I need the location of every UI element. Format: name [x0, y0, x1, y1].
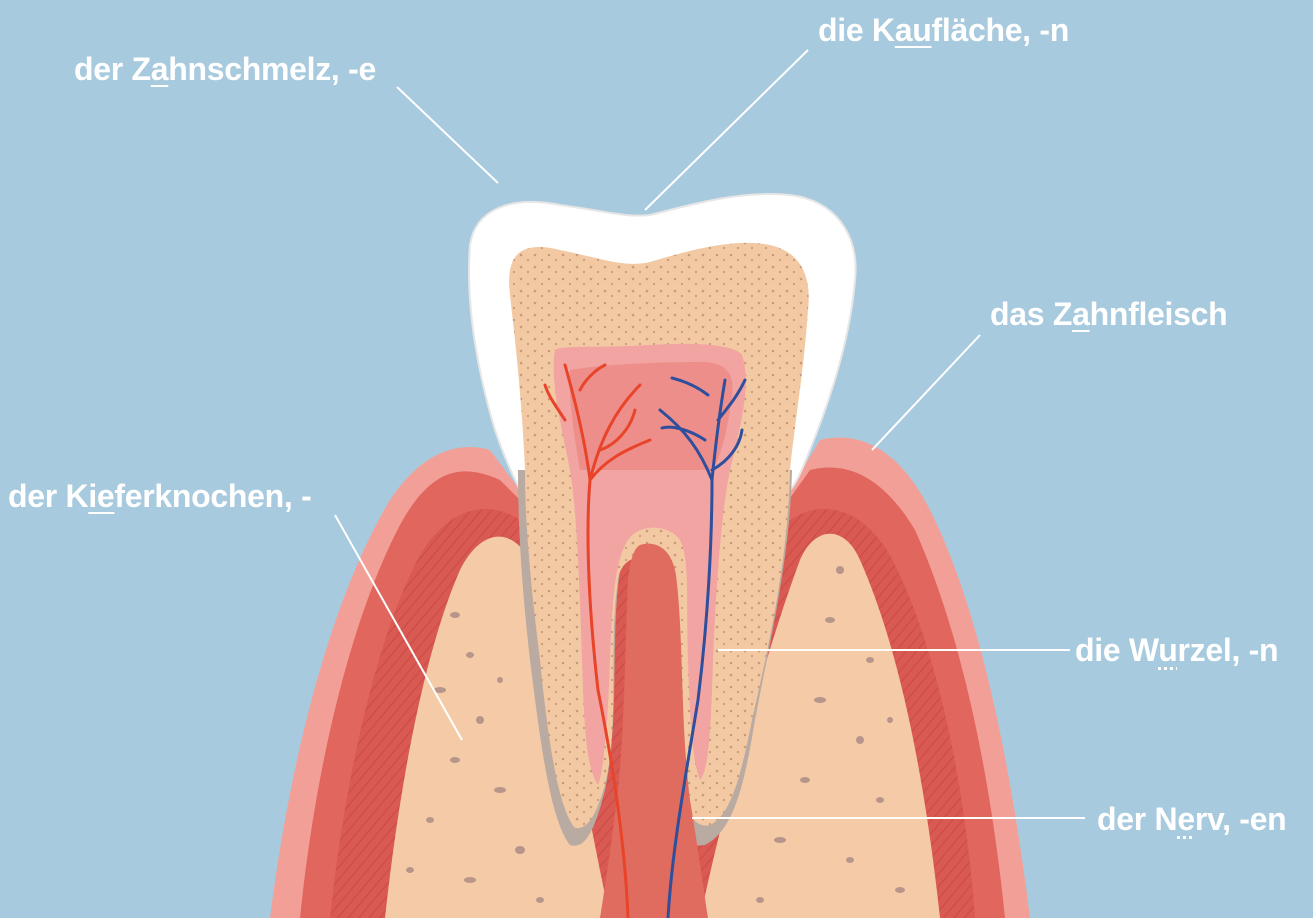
label-zahnschmelz: der Zahnschmelz, -e	[74, 53, 376, 85]
label-wurzel: die Wurzel, -n	[1075, 634, 1278, 666]
line-zahnfleisch	[872, 335, 980, 450]
line-kauflaeche	[645, 50, 808, 210]
pulp-inner	[570, 362, 733, 470]
label-nerv: der Nerv, -en	[1097, 803, 1286, 835]
line-zahnschmelz	[397, 87, 498, 183]
label-kieferknochen: der Kieferknochen, -	[8, 480, 311, 512]
label-kauflaeche: die Kaufläche, -n	[818, 14, 1069, 46]
label-zahnfleisch: das Zahnfleisch	[990, 298, 1227, 330]
